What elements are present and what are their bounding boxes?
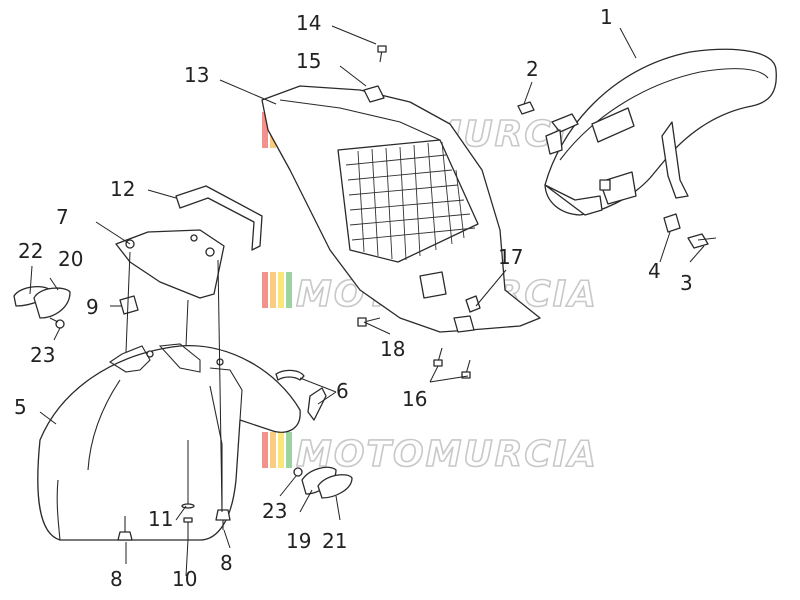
- watermark-bar-4: [286, 272, 292, 308]
- watermark-bar-3: [278, 432, 284, 468]
- assembly-lines: [49, 251, 223, 513]
- part-14-screw: [377, 45, 387, 63]
- part-6-clips: [275, 369, 327, 421]
- part-18-screw: [357, 317, 381, 327]
- part-10-screw: [183, 517, 193, 540]
- watermark-bar-1: [262, 272, 268, 308]
- label-part-23-right: 23: [262, 499, 287, 523]
- label-part-11: 11: [148, 507, 173, 531]
- label-part-16: 16: [402, 387, 427, 411]
- part-1-rear-mudguard: [544, 48, 777, 216]
- callout-labels: 1 2 3 4 5 6 7 8 8 9 10 11 12 13 14 15 16…: [14, 5, 693, 591]
- label-part-21: 21: [322, 529, 347, 553]
- watermark-bar-2: [270, 272, 276, 308]
- label-part-17: 17: [498, 245, 523, 269]
- watermark-bar-3: [278, 272, 284, 308]
- part-16-screw-a: [433, 347, 443, 367]
- label-part-12: 12: [110, 177, 135, 201]
- label-part-4: 4: [648, 259, 661, 283]
- part-23-clip-b: [293, 467, 303, 477]
- part-12-bracket: [175, 185, 263, 251]
- label-part-15: 15: [296, 49, 321, 73]
- label-part-8-left: 8: [110, 567, 123, 591]
- part-3-screw: [687, 233, 717, 249]
- label-part-13: 13: [184, 63, 209, 87]
- label-part-1: 1: [600, 5, 613, 29]
- part-9-clip-nut: [119, 295, 139, 315]
- part-7-mounting-plate: [115, 229, 225, 299]
- label-part-3: 3: [680, 271, 693, 295]
- part-4-spring-nut: [663, 213, 681, 233]
- label-part-9: 9: [86, 295, 99, 319]
- part-13-inner-shield: [261, 85, 541, 333]
- watermark-bottom: MOTOMURCIA: [262, 432, 598, 476]
- label-part-8-right: 8: [220, 551, 233, 575]
- label-part-23-left: 23: [30, 343, 55, 367]
- label-part-22: 22: [18, 239, 43, 263]
- part-8-screw-a: [117, 516, 133, 541]
- label-part-2: 2: [526, 57, 539, 81]
- watermark-bar-1: [262, 112, 268, 148]
- label-part-6: 6: [336, 379, 349, 403]
- label-part-7: 7: [56, 205, 69, 229]
- watermark-bar-2: [270, 432, 276, 468]
- label-part-10: 10: [172, 567, 197, 591]
- part-16-screw-b: [461, 359, 471, 379]
- watermark-text: MOTOMURCIA: [296, 434, 598, 475]
- leader-lines: [29, 25, 705, 577]
- watermark-bar-1: [262, 432, 268, 468]
- part-2-clip: [517, 101, 535, 115]
- label-part-18: 18: [380, 337, 405, 361]
- label-part-20: 20: [58, 247, 83, 271]
- part-21-pad: [317, 474, 353, 499]
- label-part-19: 19: [286, 529, 311, 553]
- part-11-washer: [181, 503, 195, 509]
- part-8-screw-b: [215, 509, 231, 530]
- label-part-5: 5: [14, 395, 27, 419]
- part-19-pad-holder: [301, 466, 337, 495]
- part-20-pad-holder: [33, 287, 71, 319]
- label-part-14: 14: [296, 11, 321, 35]
- part-15-nut: [363, 85, 385, 103]
- watermark-bar-4: [286, 432, 292, 468]
